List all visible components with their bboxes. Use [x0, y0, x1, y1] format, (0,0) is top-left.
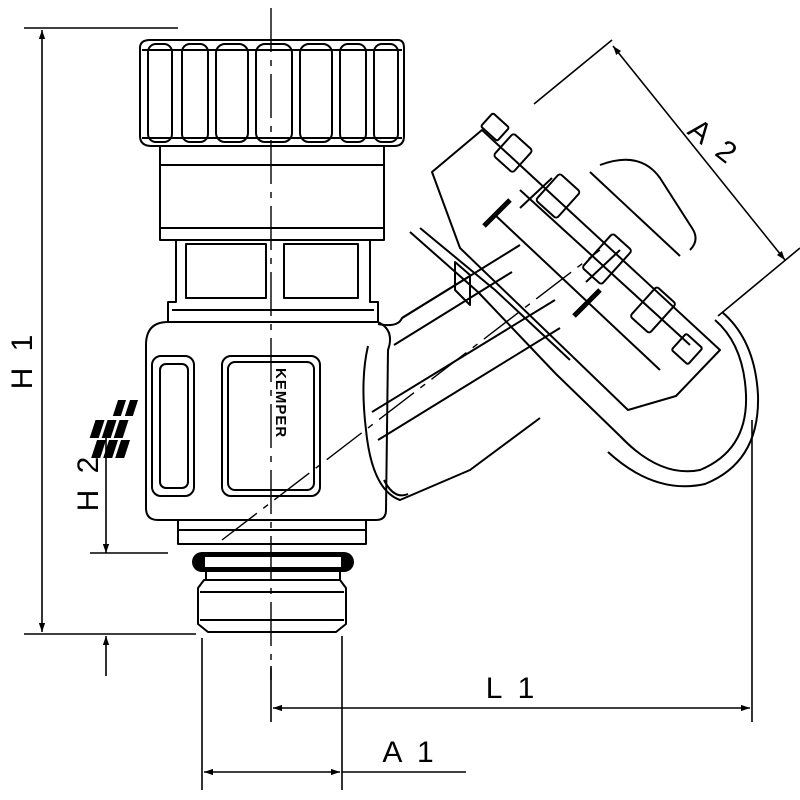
center-lines: [221, 8, 601, 680]
angled-cap: [431, 112, 721, 411]
neck: [167, 240, 379, 323]
kemper-logo: [89, 400, 139, 458]
dimension-label-h1: H 1: [6, 331, 39, 390]
brand-label: KEMPER: [272, 368, 289, 438]
dimension-label-a1: A 1: [382, 736, 437, 769]
dimension-label-a2: A 2: [682, 112, 746, 172]
bonnet: [159, 145, 385, 241]
dimension-lines: [24, 27, 800, 790]
valve-body: [145, 321, 391, 545]
handwheel: [139, 39, 405, 147]
dimension-label-h2: H 2: [72, 453, 105, 512]
outlet-connection: [192, 552, 354, 633]
bracket: [409, 227, 760, 488]
branch-pipe: [362, 244, 561, 501]
dimension-label-l1: L 1: [486, 672, 539, 705]
